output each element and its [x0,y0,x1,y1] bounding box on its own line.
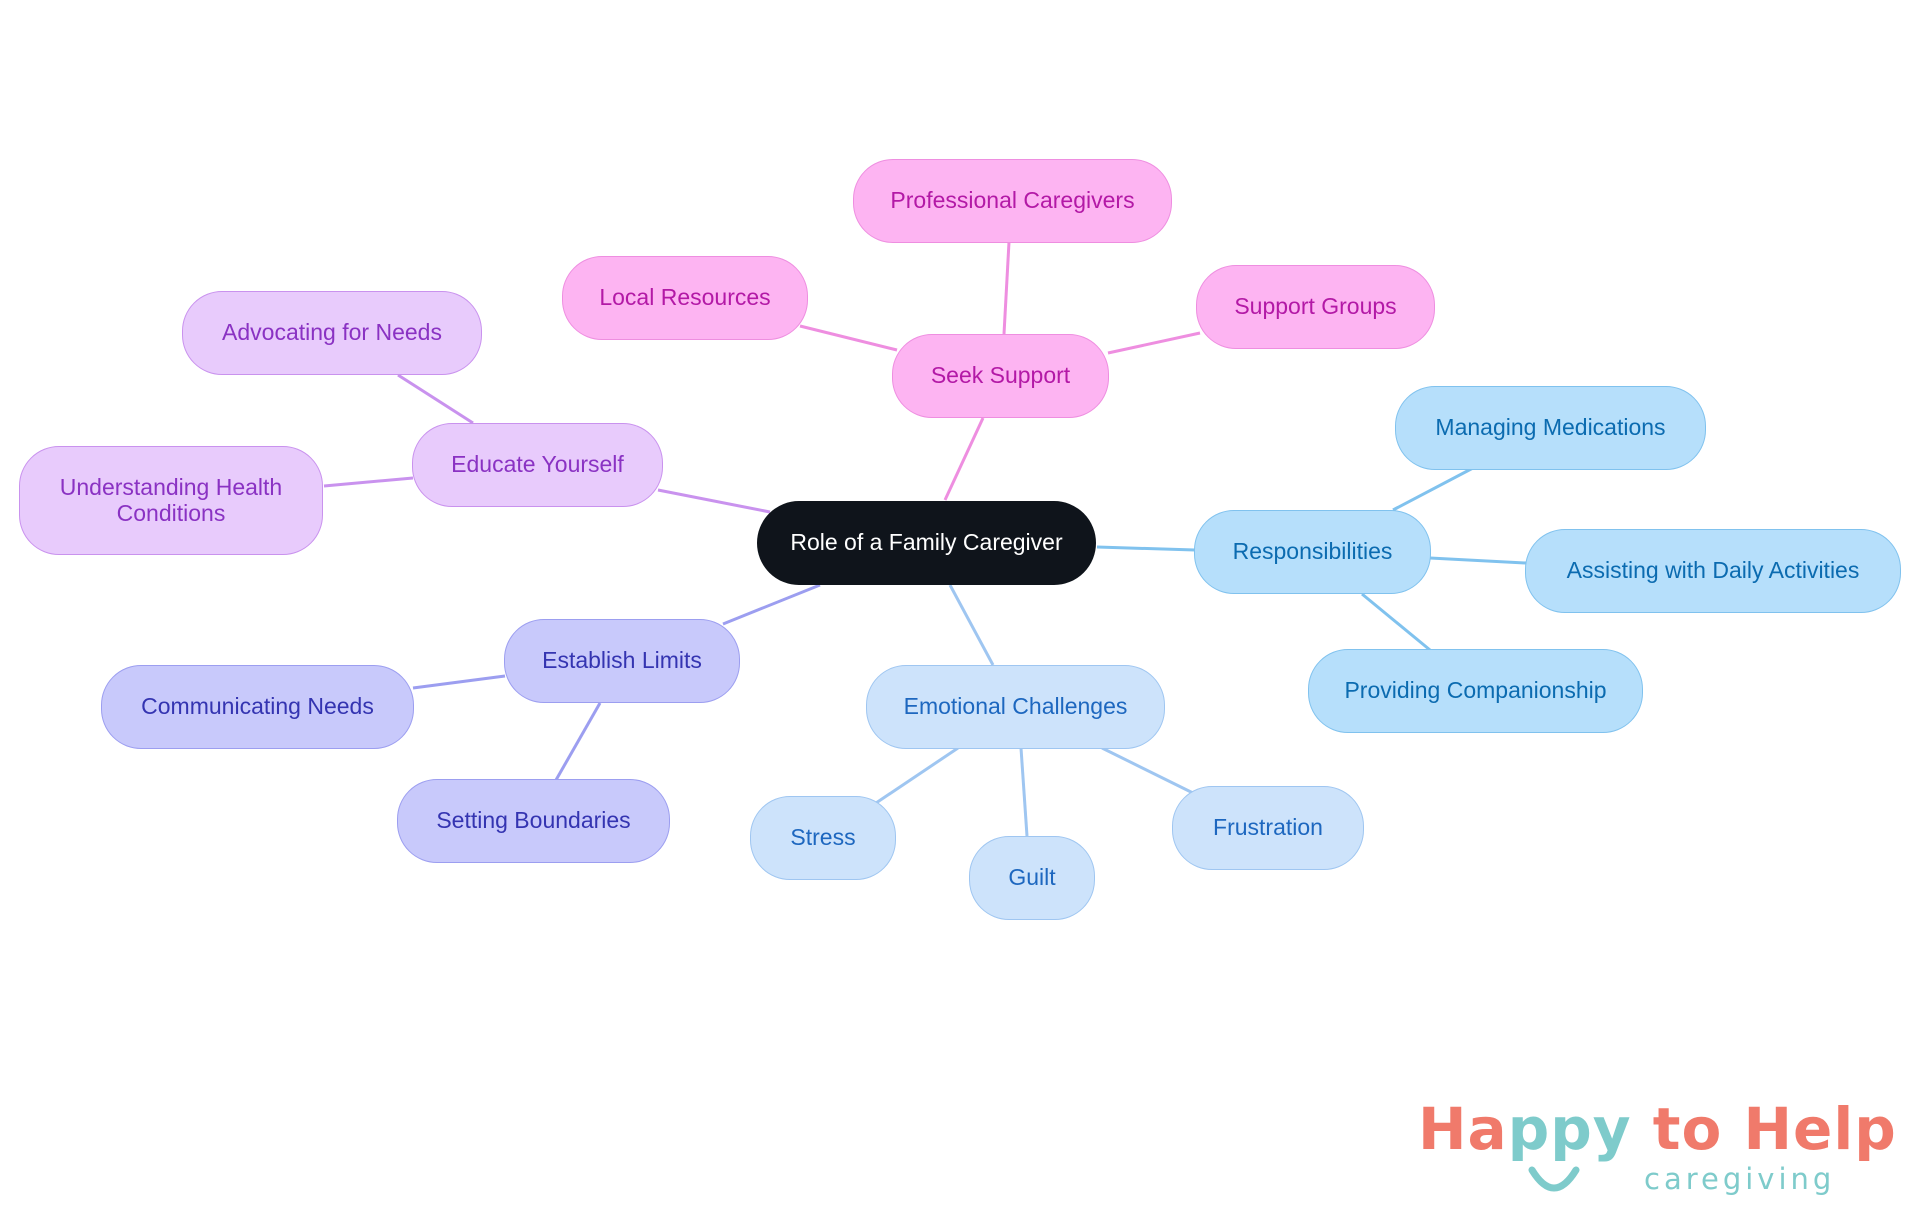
edge-emotional-guilt [1019,747,1029,837]
edge-root-responsibilities [1096,545,1196,552]
branch-establish-limits[interactable]: Establish Limits [504,619,740,703]
leaf-managing-medications[interactable]: Managing Medications [1395,386,1706,470]
leaf-support-groups[interactable]: Support Groups [1196,265,1435,349]
branch-label: Establish Limits [542,647,702,674]
edge-root-educate-yourself [657,488,771,514]
edge-root-establish-limits [722,583,821,626]
leaf-label: Support Groups [1234,293,1397,320]
leaf-label: Stress [790,824,856,851]
leaf-label: Managing Medications [1435,414,1666,441]
edge-root-emotional-challenges [948,584,995,666]
edge-seek-support-professional-caregivers [1002,241,1011,335]
leaf-frustration[interactable]: Frustration [1172,786,1364,870]
edge-responsibilities-providing [1361,592,1431,652]
logo-subtitle: caregiving [1644,1162,1836,1196]
branch-label: Emotional Challenges [903,693,1128,720]
branch-educate-yourself[interactable]: Educate Yourself [412,423,663,507]
leaf-label: Professional Caregivers [890,187,1135,214]
leaf-stress[interactable]: Stress [750,796,896,880]
edge-responsibilities-assisting [1429,556,1527,565]
edge-emotional-frustration [1101,746,1196,796]
leaf-label: Assisting with Daily Activities [1566,557,1860,584]
branch-responsibilities[interactable]: Responsibilities [1194,510,1431,594]
edge-educate-yourself-understanding [323,476,414,488]
leaf-communicating-needs[interactable]: Communicating Needs [101,665,414,749]
leaf-professional-caregivers[interactable]: Professional Caregivers [853,159,1172,243]
leaf-label: Understanding Health Conditions [59,474,283,526]
root-label: Role of a Family Caregiver [790,529,1063,556]
leaf-label: Advocating for Needs [222,319,442,346]
leaf-advocating-for-needs[interactable]: Advocating for Needs [182,291,482,375]
leaf-label: Communicating Needs [141,693,374,720]
edge-establish-limits-setting [554,702,602,781]
logo-text-b: ppy [1507,1095,1632,1163]
leaf-label: Local Resources [599,284,771,311]
leaf-setting-boundaries[interactable]: Setting Boundaries [397,779,670,863]
edge-responsibilities-managing [1392,466,1474,512]
root-node[interactable]: Role of a Family Caregiver [757,501,1096,585]
leaf-guilt[interactable]: Guilt [969,836,1095,920]
leaf-label: Guilt [1008,864,1056,891]
leaf-assisting-with-daily-activities[interactable]: Assisting with Daily Activities [1525,529,1901,613]
edge-seek-support-support-groups [1107,331,1201,355]
leaf-label: Providing Companionship [1344,677,1607,704]
edge-emotional-stress [875,746,959,805]
smile-icon [1528,1166,1580,1192]
branch-label: Responsibilities [1232,538,1393,565]
edge-root-seek-support [943,417,985,501]
edge-establish-limits-communicating [412,674,506,690]
branch-label: Educate Yourself [451,451,624,478]
leaf-label: Setting Boundaries [436,807,631,834]
branch-seek-support[interactable]: Seek Support [892,334,1109,418]
logo-text-c: to Help [1631,1095,1897,1163]
logo-text-a: Ha [1418,1095,1508,1163]
branch-emotional-challenges[interactable]: Emotional Challenges [866,665,1165,749]
edge-educate-yourself-advocating [397,373,474,425]
happy-to-help-logo: Happy to Help caregiving [1418,1100,1896,1200]
logo-wordmark: Happy to Help [1418,1100,1897,1158]
leaf-local-resources[interactable]: Local Resources [562,256,808,340]
edge-seek-support-local-resources [799,324,898,352]
leaf-providing-companionship[interactable]: Providing Companionship [1308,649,1643,733]
branch-label: Seek Support [930,362,1071,389]
leaf-label: Frustration [1213,814,1323,841]
leaf-understanding-health-conditions[interactable]: Understanding Health Conditions [19,446,323,555]
